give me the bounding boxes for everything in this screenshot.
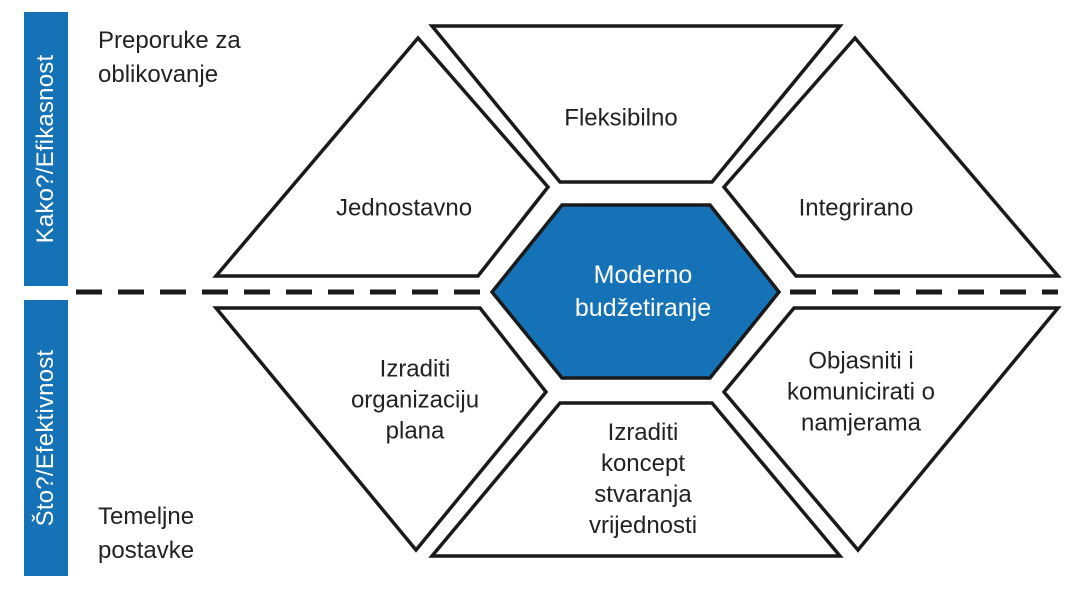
segment-top-left-shape xyxy=(212,35,551,278)
segment-top-label: Fleksibilno xyxy=(564,104,678,132)
segment-top-right-shape xyxy=(721,35,1062,278)
effectiveness-band: Što?/Efektivnost xyxy=(24,300,68,576)
segment-top-left-label: Jednostavno xyxy=(335,194,473,222)
center-hexagon-label: Moderno budžetiranje xyxy=(574,261,712,322)
segment-bottom-left-label: Izraditi organizaciju plana xyxy=(350,355,480,445)
design-recommendations-note: Preporuke za oblikovanje xyxy=(98,27,241,88)
segment-bottom-right-label: Objasniti i komunicirati o namjerama xyxy=(786,347,936,437)
segment-bottom-right-shape xyxy=(721,306,1062,553)
segment-top-shape xyxy=(428,24,844,184)
basic-premises-note: Temeljne postavke xyxy=(98,503,195,564)
segment-top-right-label: Integrirano xyxy=(798,194,914,222)
segment-bottom-label: Izraditi koncept stvaranja vrijednosti xyxy=(588,419,698,539)
segment-bottom-shape xyxy=(428,401,844,558)
segment-bottom-left-shape xyxy=(212,306,549,553)
efficiency-band: Kako?/Efikasnost xyxy=(24,12,68,286)
center-hexagon-shape xyxy=(489,203,782,380)
